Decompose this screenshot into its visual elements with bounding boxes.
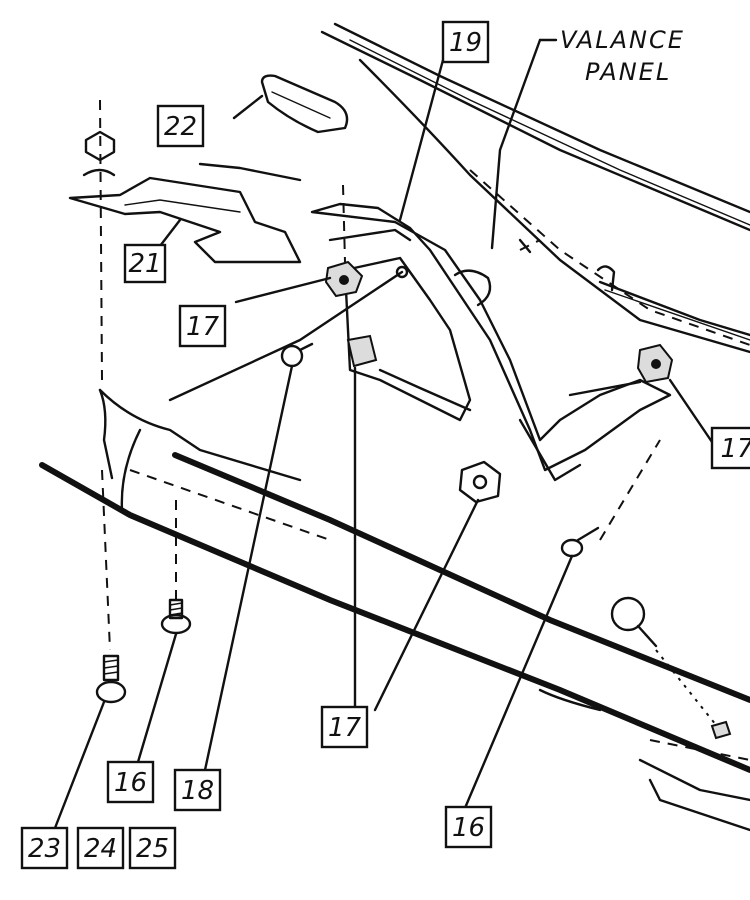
- part-19-bracket-assembly: [310, 202, 672, 482]
- callout-18: 18: [173, 768, 222, 812]
- part-23-bolt: [95, 654, 127, 704]
- callout-18-text: 18: [181, 776, 214, 806]
- part-17-nut-upper: [324, 260, 364, 298]
- callout-16-left-text: 16: [114, 768, 147, 798]
- callout-16-right-text: 16: [452, 813, 485, 843]
- callout-17-right: 17: [710, 426, 750, 470]
- carriage-bolt: [610, 596, 732, 740]
- lower-bumper-rail: [39, 388, 750, 832]
- callout-19-text: 19: [449, 28, 482, 58]
- callout-24: 24: [76, 826, 125, 870]
- leader-lines: [53, 38, 714, 830]
- callout-21-text: 21: [128, 249, 161, 279]
- callout-24-text: 24: [84, 834, 117, 864]
- assembly-centerlines: [99, 99, 661, 651]
- callout-23: 23: [20, 826, 69, 870]
- part-17-nut-center: [346, 334, 378, 368]
- part-16-bolt-right: [560, 526, 600, 558]
- callout-16-right: 16: [444, 805, 493, 849]
- part-17-nut-lower: [458, 460, 502, 504]
- valance-label-line1: VALANCE: [560, 26, 685, 54]
- callout-17-left-text: 17: [186, 312, 220, 342]
- callout-22: 22: [156, 104, 205, 148]
- callout-17-bottom-text: 17: [328, 713, 362, 743]
- callout-19: 19: [441, 20, 490, 64]
- callout-25: 25: [128, 826, 177, 870]
- callout-21: 21: [123, 243, 167, 284]
- callout-25-text: 25: [136, 834, 169, 864]
- callout-17-right-text: 17: [720, 434, 750, 464]
- callout-17-left: 17: [178, 304, 227, 348]
- valance-label-line2: PANEL: [585, 58, 671, 86]
- part-22-bumper-pad: [260, 74, 349, 134]
- callout-23-text: 23: [28, 834, 61, 864]
- callout-16-left: 16: [106, 760, 155, 804]
- part-17-nut-right: [636, 343, 674, 384]
- part-21-bracket: [68, 176, 302, 264]
- part-16-bolt-left: [160, 598, 192, 635]
- valance-panel: [320, 22, 750, 354]
- valance-panel-label: VALANCE PANEL: [538, 26, 685, 86]
- callout-17-bottom: 17: [320, 705, 369, 749]
- callout-22-text: 22: [164, 112, 197, 142]
- nut-washer: [82, 130, 116, 177]
